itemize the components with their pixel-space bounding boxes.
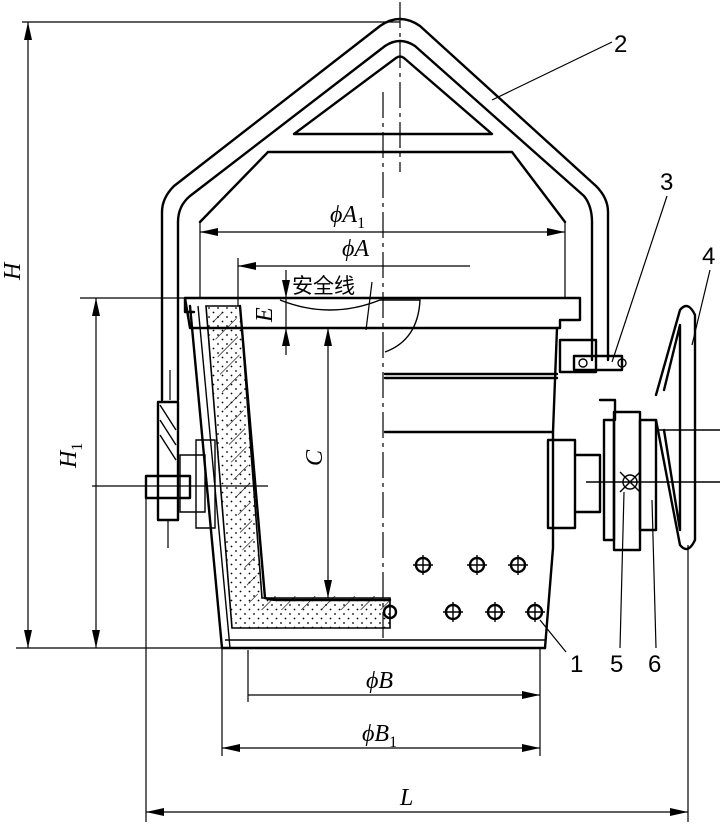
dimension-phiA1 — [199, 222, 566, 298]
dimension-H — [16, 21, 400, 649]
dimension-C — [324, 328, 332, 598]
dimension-phiB — [247, 648, 541, 702]
ladle-body — [92, 296, 720, 650]
label-safety-line: 安全线 — [292, 274, 355, 298]
dimension-H1 — [80, 297, 185, 648]
bolt-holes — [382, 555, 545, 622]
dimension-phiA — [237, 258, 470, 306]
label-E: E — [252, 307, 278, 323]
callout-6: 6 — [648, 651, 661, 678]
dimension-L — [145, 498, 689, 822]
label-phiA: ϕA — [342, 236, 369, 262]
label-H1: H1 — [56, 443, 86, 469]
label-C: C — [302, 449, 328, 466]
label-H: H — [0, 261, 26, 281]
callout-leaders — [365, 41, 711, 653]
label-L: L — [399, 785, 413, 811]
callout-2: 2 — [614, 31, 627, 58]
dimension-E — [275, 270, 376, 355]
callout-4: 4 — [702, 243, 715, 270]
label-phiB: ϕB — [366, 668, 393, 694]
refractory-lining-hatched — [212, 312, 390, 610]
dimension-phiB1 — [221, 648, 541, 756]
callout-3: 3 — [660, 169, 673, 196]
label-phiA1: ϕA1 — [330, 202, 365, 232]
callout-1: 1 — [570, 651, 583, 678]
label-phiB1: ϕB1 — [362, 721, 397, 751]
callout-5: 5 — [610, 651, 623, 678]
